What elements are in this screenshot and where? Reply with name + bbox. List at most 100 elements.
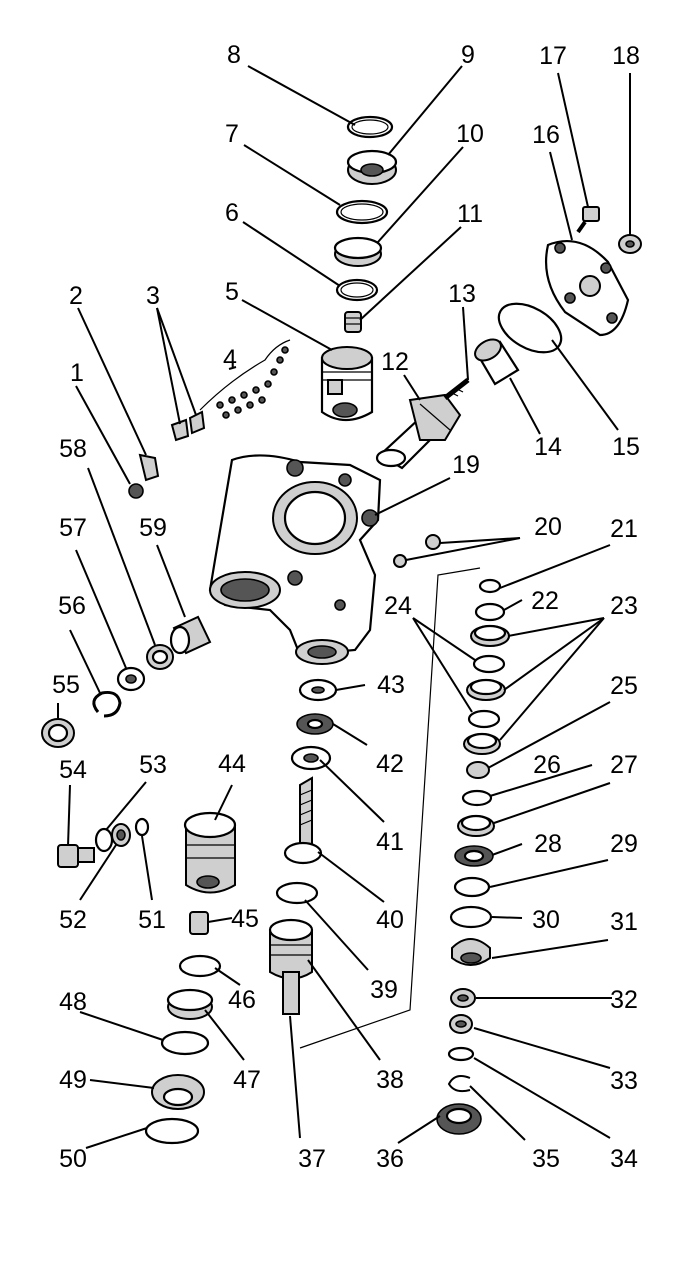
part-47-ring bbox=[166, 988, 214, 1020]
part-9-bearing-race bbox=[346, 149, 398, 185]
part-44-valve-housing bbox=[183, 811, 237, 894]
part-27-race bbox=[457, 814, 495, 837]
label-12: 12 bbox=[381, 348, 409, 376]
part-46-o-ring bbox=[178, 954, 222, 978]
part-56-retaining-ring bbox=[92, 691, 122, 718]
label-31: 31 bbox=[610, 908, 638, 936]
part-11-valve bbox=[344, 311, 362, 333]
part-32-seal bbox=[450, 988, 476, 1008]
label-14: 14 bbox=[534, 433, 562, 461]
part-18-nut bbox=[618, 234, 642, 254]
label-40: 40 bbox=[376, 906, 404, 934]
label-36: 36 bbox=[376, 1145, 404, 1173]
part-7-o-ring bbox=[335, 199, 389, 225]
part-16-side-cover bbox=[544, 240, 630, 337]
label-2: 2 bbox=[69, 282, 83, 310]
part-17-bolt bbox=[576, 206, 600, 234]
part-36-locknut bbox=[436, 1103, 482, 1135]
label-8: 8 bbox=[227, 41, 241, 69]
part-26-washer bbox=[461, 789, 493, 807]
label-50: 50 bbox=[59, 1145, 87, 1173]
part-48-seal bbox=[160, 1030, 210, 1056]
leader-lines bbox=[57, 65, 631, 1149]
part-39-o-ring bbox=[275, 881, 319, 905]
label-6: 6 bbox=[225, 199, 239, 227]
part-57-washer bbox=[116, 666, 146, 692]
part-33-seal bbox=[449, 1014, 473, 1034]
part-40-stub-shaft bbox=[283, 776, 323, 865]
label-46: 46 bbox=[228, 986, 256, 1014]
label-47: 47 bbox=[233, 1066, 261, 1094]
part-53-washer bbox=[94, 827, 114, 853]
label-7: 7 bbox=[225, 120, 239, 148]
label-18: 18 bbox=[612, 42, 640, 70]
part-43-washer bbox=[298, 678, 338, 702]
label-13: 13 bbox=[448, 280, 476, 308]
part-23-race-a bbox=[470, 624, 510, 647]
label-44: 44 bbox=[218, 750, 246, 778]
label-54: 54 bbox=[59, 756, 87, 784]
label-29: 29 bbox=[610, 830, 638, 858]
label-19: 19 bbox=[452, 451, 480, 479]
part-45-plug bbox=[189, 911, 209, 935]
part-42-thrust-bearing bbox=[296, 713, 334, 735]
part-50-snap-ring bbox=[144, 1117, 200, 1145]
part-19-gear-housing bbox=[208, 454, 382, 665]
part-52-seal bbox=[111, 823, 131, 847]
part-number-labels: 8 9 7 10 6 11 5 4 2 3 1 12 13 14 15 16 1… bbox=[52, 41, 640, 1173]
label-55: 55 bbox=[52, 671, 80, 699]
label-52: 52 bbox=[59, 906, 87, 934]
part-23-race-b bbox=[466, 678, 506, 701]
part-58-seal bbox=[146, 644, 174, 670]
part-28-thrust-bearing bbox=[454, 845, 494, 867]
part-1-fitting bbox=[128, 483, 144, 499]
label-30: 30 bbox=[532, 906, 560, 934]
label-45: 45 bbox=[231, 905, 259, 933]
part-3-clips bbox=[170, 410, 206, 442]
part-12-sector-shaft bbox=[375, 393, 462, 470]
parts-drawings bbox=[41, 115, 642, 1145]
label-43: 43 bbox=[377, 671, 405, 699]
label-24: 24 bbox=[384, 592, 412, 620]
part-20-plug-b bbox=[393, 554, 407, 568]
part-55-seal bbox=[41, 718, 75, 748]
part-24-ring-a bbox=[472, 654, 506, 674]
label-1: 1 bbox=[70, 359, 84, 387]
label-21: 21 bbox=[610, 515, 638, 543]
label-59: 59 bbox=[139, 514, 167, 542]
label-33: 33 bbox=[610, 1067, 638, 1095]
part-30-ring bbox=[449, 905, 493, 929]
label-26: 26 bbox=[533, 751, 561, 779]
label-23: 23 bbox=[610, 592, 638, 620]
part-54-fitting bbox=[57, 844, 95, 868]
part-23-race-c bbox=[463, 732, 501, 755]
label-9: 9 bbox=[461, 41, 475, 69]
label-17: 17 bbox=[539, 42, 567, 70]
label-35: 35 bbox=[532, 1145, 560, 1173]
label-25: 25 bbox=[610, 672, 638, 700]
part-34-washer bbox=[447, 1046, 475, 1062]
part-29-washer bbox=[453, 876, 491, 898]
label-10: 10 bbox=[456, 120, 484, 148]
label-41: 41 bbox=[376, 828, 404, 856]
label-56: 56 bbox=[58, 592, 86, 620]
label-22: 22 bbox=[531, 587, 559, 615]
part-49-cap bbox=[151, 1074, 205, 1110]
label-28: 28 bbox=[534, 830, 562, 858]
label-48: 48 bbox=[59, 988, 87, 1016]
label-42: 42 bbox=[376, 750, 404, 778]
part-31-bearing-adjuster bbox=[451, 938, 491, 966]
part-14-bearing bbox=[474, 338, 520, 386]
label-27: 27 bbox=[610, 751, 638, 779]
part-2-connector bbox=[138, 453, 160, 482]
label-58: 58 bbox=[59, 435, 87, 463]
part-59-bearing bbox=[169, 615, 212, 655]
part-5-valve-body bbox=[320, 346, 374, 422]
label-49: 49 bbox=[59, 1066, 87, 1094]
part-21-ring bbox=[478, 578, 502, 594]
label-20: 20 bbox=[534, 513, 562, 541]
label-53: 53 bbox=[139, 751, 167, 779]
label-4: 4 bbox=[223, 345, 237, 373]
label-32: 32 bbox=[610, 986, 638, 1014]
